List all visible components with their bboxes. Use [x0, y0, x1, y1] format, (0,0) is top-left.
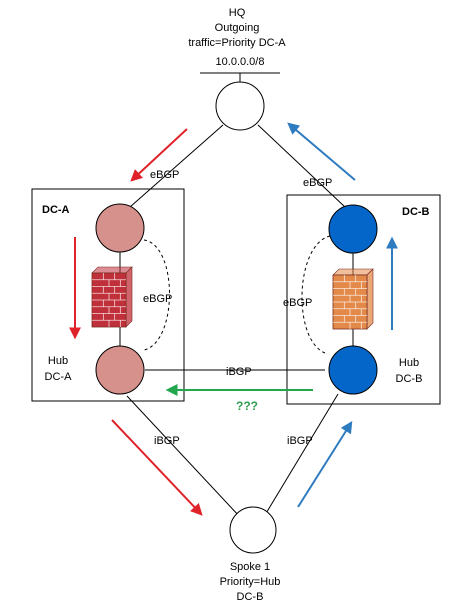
red-arrow-hq-to-dca [130, 128, 188, 182]
firewall-top-face [332, 268, 374, 276]
spoke-priority: Priority=Hub [220, 576, 281, 588]
spoke-1-router-node [229, 506, 277, 554]
link-dcb-spoke [264, 393, 339, 516]
dc-b-internal-ebgp-label: eBGP [283, 297, 312, 309]
hq-router-node [215, 81, 265, 131]
hub-dc-b-label-line1: Hub [399, 357, 419, 369]
link-dcb-spoke-label: iBGP [287, 435, 313, 447]
link-dca-spoke [126, 395, 241, 518]
question-marks-label: ??? [236, 399, 258, 413]
link-hq-dca [129, 124, 224, 208]
red-arrow-dca-to-spoke [111, 419, 203, 516]
link-hq-dcb-label: eBGP [303, 177, 332, 189]
hq-prefix: 10.0.0.0/8 [216, 56, 265, 68]
hub-dc-a-label-line2: DC-A [45, 371, 73, 383]
spoke-priority-target: DC-B [237, 591, 264, 603]
dc-b-edge-router-node [328, 204, 378, 254]
dcb-ebgp-dashed-arc [301, 235, 331, 355]
dc-b-box [286, 194, 441, 405]
link-dca-spoke-label: iBGP [154, 435, 180, 447]
link-hq-dca-label: eBGP [150, 169, 179, 181]
firewall-top-face [91, 266, 133, 274]
hub-dc-a-router-node [95, 345, 145, 395]
firewall-side-face [125, 266, 133, 328]
dc-a-firewall-icon [91, 266, 133, 328]
hq-subtitle: Outgoing [215, 22, 260, 34]
dc-a-box [31, 188, 185, 402]
dc-a-internal-ebgp-label: eBGP [143, 293, 172, 305]
dc-b-label: DC-B [402, 206, 430, 218]
hub-dc-b-label-line2: DC-B [396, 373, 423, 385]
link-hq-dcb [257, 124, 346, 208]
blue-arrow-dcb-to-hq [287, 122, 356, 181]
link-hub-hub-label: iBGP [226, 366, 252, 378]
hub-dc-a-label-line1: Hub [48, 355, 68, 367]
blue-arrow-spoke-to-dcb [297, 420, 353, 508]
dc-a-label: DC-A [42, 204, 70, 216]
hq-title: HQ [229, 7, 246, 19]
firewall-side-face [366, 268, 374, 330]
hq-policy: traffic=Priority DC-A [188, 37, 286, 49]
dc-b-firewall-icon [332, 268, 374, 330]
spoke-name: Spoke 1 [230, 561, 270, 573]
hub-dc-b-router-node [328, 345, 378, 395]
dc-a-edge-router-node [95, 203, 145, 253]
